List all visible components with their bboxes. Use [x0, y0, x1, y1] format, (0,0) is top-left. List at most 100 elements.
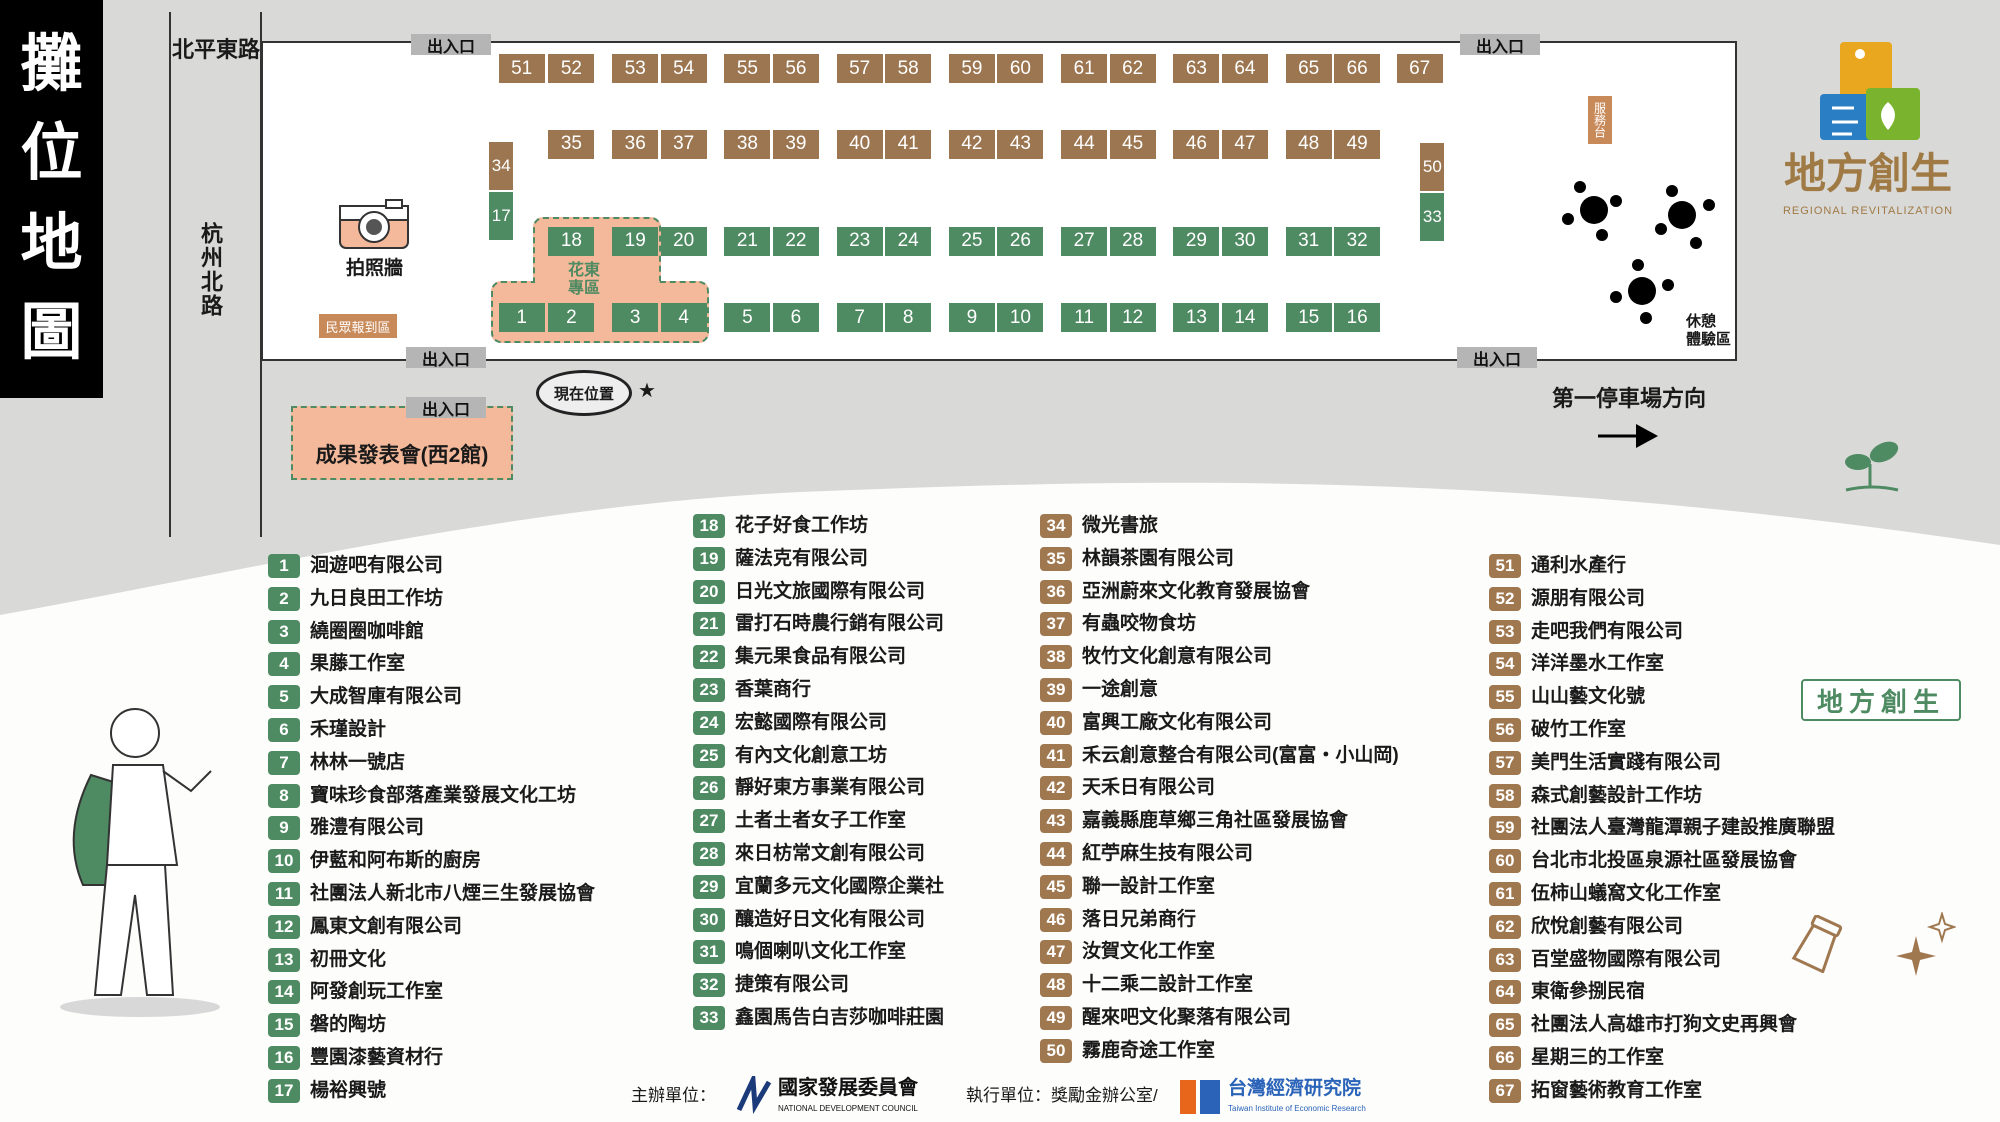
booth-32[interactable]: 32 — [1334, 226, 1381, 256]
checkin-area: 民眾報到區 — [319, 314, 397, 338]
booth-67[interactable]: 67 — [1396, 54, 1443, 84]
vendor-name: 星期三的工作室 — [1531, 1047, 1665, 1068]
booth-50[interactable]: 50 — [1420, 143, 1445, 192]
booth-64[interactable]: 64 — [1221, 54, 1268, 84]
booth-55[interactable]: 55 — [724, 54, 771, 84]
booth-18[interactable]: 18 — [548, 226, 595, 256]
vendor-name: 醒來吧文化聚落有限公司 — [1082, 1007, 1292, 1028]
booth-2[interactable]: 2 — [548, 303, 595, 333]
booth-44[interactable]: 44 — [1061, 129, 1108, 159]
booth-56[interactable]: 56 — [772, 54, 819, 84]
booth-46[interactable]: 46 — [1173, 129, 1220, 159]
booth-27[interactable]: 27 — [1061, 226, 1108, 256]
booth-10[interactable]: 10 — [997, 303, 1044, 333]
booth-29[interactable]: 29 — [1173, 226, 1220, 256]
booth-number-badge: 35 — [1040, 546, 1072, 571]
booth-61[interactable]: 61 — [1061, 54, 1108, 84]
booth-52[interactable]: 52 — [548, 54, 595, 84]
booth-58[interactable]: 58 — [885, 54, 932, 84]
booth-6[interactable]: 6 — [772, 303, 819, 333]
booth-37[interactable]: 37 — [660, 129, 707, 159]
booth-25[interactable]: 25 — [948, 226, 995, 256]
booth-33[interactable]: 33 — [1420, 192, 1445, 241]
booth-41[interactable]: 41 — [885, 129, 932, 159]
entrance-top-right[interactable]: 出入口 — [1460, 34, 1540, 56]
booth-66[interactable]: 66 — [1334, 54, 1381, 84]
booth-65[interactable]: 65 — [1285, 54, 1332, 84]
booth-28[interactable]: 28 — [1109, 226, 1156, 256]
booth-34[interactable]: 34 — [489, 141, 514, 190]
road-label-west: 杭州北路 — [198, 222, 223, 318]
booth-number-badge: 16 — [268, 1046, 300, 1070]
booth-8[interactable]: 8 — [885, 303, 932, 333]
booth-5[interactable]: 5 — [724, 303, 771, 333]
entrance-bottom-right[interactable]: 出入口 — [1457, 347, 1537, 369]
booth-11[interactable]: 11 — [1061, 303, 1108, 333]
booth-4[interactable]: 4 — [660, 303, 707, 333]
booth-17[interactable]: 17 — [489, 191, 514, 240]
booth-14[interactable]: 14 — [1221, 303, 1268, 333]
booth-30[interactable]: 30 — [1221, 226, 1268, 256]
booth-23[interactable]: 23 — [836, 226, 883, 256]
booth-number-badge: 27 — [693, 809, 725, 834]
booth-13[interactable]: 13 — [1173, 303, 1220, 333]
entrance-top-left[interactable]: 出入口 — [411, 34, 491, 56]
vendor-name: 繞圈圈咖啡館 — [310, 620, 425, 642]
entrance-presentation-hall[interactable]: 出入口 — [406, 397, 486, 419]
booth-1[interactable]: 1 — [498, 303, 545, 333]
booth-35[interactable]: 35 — [548, 129, 595, 159]
booth-45[interactable]: 45 — [1109, 129, 1156, 159]
booth-number-badge: 4 — [268, 652, 300, 677]
booth-60[interactable]: 60 — [997, 54, 1044, 84]
vendor-name: 果藤工作室 — [310, 653, 406, 675]
booth-47[interactable]: 47 — [1221, 129, 1268, 159]
booth-3[interactable]: 3 — [612, 303, 659, 333]
booth-number-badge: 17 — [268, 1078, 300, 1103]
booth-12[interactable]: 12 — [1109, 303, 1156, 333]
booth-43[interactable]: 43 — [997, 129, 1044, 159]
booth-42[interactable]: 42 — [948, 129, 995, 159]
booth-39[interactable]: 39 — [772, 129, 819, 159]
booth-15[interactable]: 15 — [1285, 303, 1332, 333]
booth-40[interactable]: 40 — [836, 129, 883, 159]
vendor-name: 雅澧有限公司 — [310, 817, 425, 839]
booth-38[interactable]: 38 — [724, 129, 771, 159]
booth-48[interactable]: 48 — [1285, 129, 1332, 159]
booth-19[interactable]: 19 — [612, 226, 659, 256]
booth-54[interactable]: 54 — [660, 54, 707, 84]
booth-26[interactable]: 26 — [997, 226, 1044, 256]
booth-number-badge: 18 — [693, 514, 725, 538]
booth-49[interactable]: 49 — [1334, 129, 1381, 159]
booth-21[interactable]: 21 — [724, 226, 771, 256]
entrance-bottom-left[interactable]: 出入口 — [406, 347, 486, 369]
booth-36[interactable]: 36 — [612, 129, 659, 159]
booth-16[interactable]: 16 — [1334, 303, 1381, 333]
booth-9[interactable]: 9 — [948, 303, 995, 333]
booth-59[interactable]: 59 — [948, 54, 995, 84]
title-char: 地 — [20, 208, 83, 278]
presentation-hall[interactable]: 成果發表會(西2館) — [291, 406, 513, 480]
booth-20[interactable]: 20 — [660, 226, 707, 256]
booth-51[interactable]: 51 — [498, 54, 545, 84]
booth-62[interactable]: 62 — [1109, 54, 1156, 84]
booth-53[interactable]: 53 — [612, 54, 659, 84]
booth-7[interactable]: 7 — [836, 303, 883, 333]
vendor-name: 美門生活實踐有限公司 — [1531, 751, 1722, 773]
booth-57[interactable]: 57 — [836, 54, 883, 84]
booth-63[interactable]: 63 — [1173, 54, 1220, 84]
booth-22[interactable]: 22 — [772, 226, 819, 256]
booth-31[interactable]: 31 — [1285, 226, 1332, 256]
booth-24[interactable]: 24 — [885, 226, 932, 256]
